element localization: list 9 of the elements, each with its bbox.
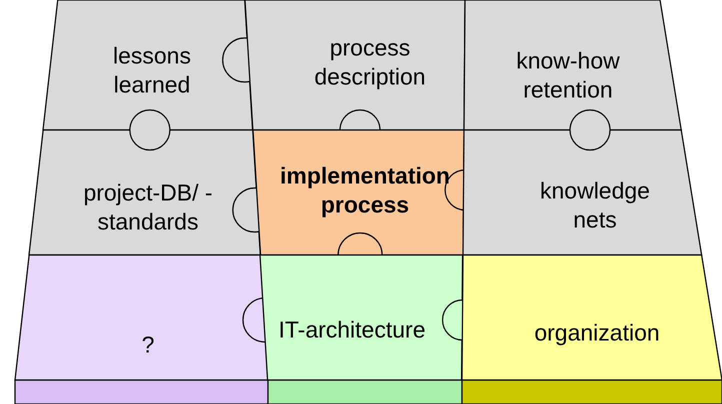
- piece-label: process description: [313, 33, 427, 91]
- piece-label: know-how retention: [515, 46, 621, 104]
- piece-label: knowledge nets: [539, 176, 651, 234]
- piece-label: implementation process: [279, 161, 451, 219]
- piece-label: project-DB/ -standards: [82, 178, 214, 236]
- piece-label: ?: [140, 330, 156, 360]
- piece-label: IT-architecture: [277, 316, 426, 344]
- piece-label: lessons learned: [112, 41, 192, 99]
- piece-label: organization: [533, 318, 661, 348]
